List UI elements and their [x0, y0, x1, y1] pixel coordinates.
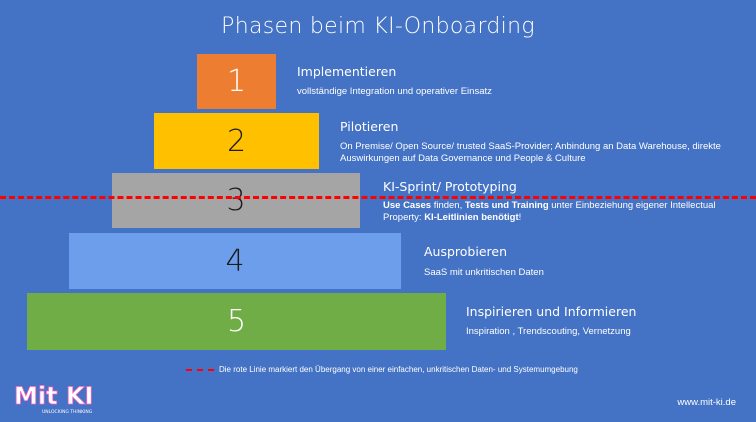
- level-3-number: 3: [226, 183, 246, 218]
- legend: Die rote Linie markiert den Übergang von…: [186, 365, 578, 374]
- level-3-heading: KI-Sprint/ Prototyping: [383, 179, 517, 194]
- level-4-number: 4: [225, 243, 245, 279]
- level-4-heading: Ausprobieren: [424, 244, 508, 259]
- website-url[interactable]: www.mit-ki.de: [677, 397, 736, 408]
- level-1-heading: Implementieren: [297, 64, 397, 79]
- level-1-block: 1: [197, 54, 276, 109]
- page-title: Phasen beim KI-Onboarding: [221, 14, 535, 39]
- logo-tagline: UNLOCKING THINKING: [42, 409, 93, 415]
- level-3-desc-tests: Tests und Training: [464, 200, 549, 211]
- level-4-block: 4: [69, 233, 401, 289]
- level-5-heading: Inspirieren und Informieren: [466, 304, 637, 319]
- level-3-desc-use-cases: Use Cases: [383, 200, 432, 211]
- level-5-description: Inspiration , Trendscouting, Vernetzung: [466, 326, 631, 337]
- mit-ki-logo: Mit KI UNLOCKING THINKING: [14, 382, 94, 415]
- red-dashed-transition-line: [0, 196, 756, 199]
- level-3-block: 3: [112, 173, 360, 228]
- level-2-heading: Pilotieren: [340, 119, 399, 134]
- level-2-block: 2: [154, 113, 319, 169]
- level-2-number: 2: [226, 123, 247, 159]
- level-3-desc-text-3: !: [518, 212, 522, 223]
- level-1-number: 1: [226, 64, 247, 99]
- level-5-block: 5: [27, 293, 446, 350]
- legend-text: Die rote Linie markiert den Übergang von…: [219, 365, 578, 374]
- legend-red-line-icon: [186, 368, 214, 371]
- level-3-description: Use Cases finden, Tests und Training unt…: [383, 200, 748, 224]
- level-3-desc-text-1: finden,: [431, 200, 465, 211]
- level-1-description: vollständige Integration und operativer …: [297, 86, 492, 97]
- level-2-description: On Premise/ Open Source/ trusted SaaS-Pr…: [340, 141, 721, 164]
- level-4-description: SaaS mit unkritischen Daten: [424, 267, 544, 278]
- level-3-desc-text-2: unter Einbeziehung eigener Intellectual …: [383, 200, 716, 223]
- level-5-number: 5: [226, 304, 247, 339]
- logo-text: Mit KI: [14, 382, 93, 410]
- level-3-desc-guidelines: KI-Leitlinien benötigt: [424, 212, 519, 223]
